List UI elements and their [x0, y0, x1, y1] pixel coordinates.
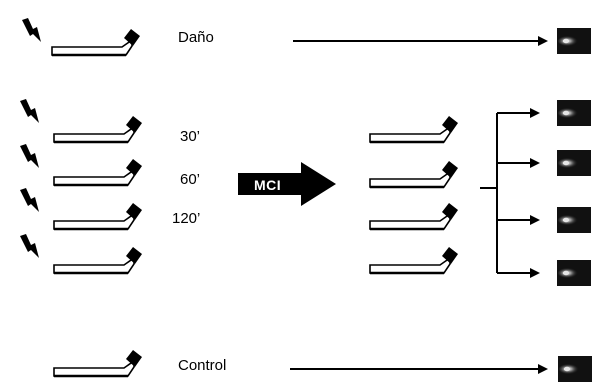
arrow-head	[538, 364, 548, 374]
slide-body	[53, 212, 135, 230]
lightning-bolt-icon	[20, 99, 39, 123]
slide-tip	[124, 29, 140, 46]
cell-slide-icon	[53, 203, 142, 231]
damage-arrow	[293, 36, 548, 46]
slide-body	[369, 170, 451, 188]
label-30min: 30’	[180, 128, 201, 145]
slide-tip	[126, 203, 142, 220]
mci-label: MCI	[254, 177, 282, 193]
cell-slide-icon	[53, 247, 142, 275]
arrow-head	[530, 158, 540, 168]
slide-body	[369, 212, 451, 230]
comet-image-icon	[558, 356, 592, 382]
lightning-bolt-icon	[22, 18, 41, 42]
branch-arrow	[497, 215, 540, 225]
slide-tip	[126, 247, 142, 264]
arrow-head	[530, 108, 540, 118]
slide-tip	[442, 247, 458, 264]
comet-image-icon	[557, 150, 591, 176]
slide-tip	[126, 116, 142, 133]
branch-arrow	[497, 268, 540, 278]
cell-slide-icon	[53, 350, 142, 378]
control-arrow	[290, 364, 548, 374]
branch-arrow	[497, 158, 540, 168]
arrow-head	[538, 36, 548, 46]
slide-tip	[126, 350, 142, 367]
comet-image-icon	[557, 260, 591, 286]
slide-body	[53, 359, 135, 377]
mci-arrow	[238, 162, 336, 206]
slide-body	[53, 256, 135, 274]
arrow-head	[530, 268, 540, 278]
slide-body	[53, 168, 135, 186]
slide-body	[53, 125, 135, 143]
lightning-bolt-icon	[20, 188, 39, 212]
cell-slide-icon	[53, 116, 142, 144]
slide-tip	[126, 159, 142, 176]
comet-spot	[562, 38, 570, 44]
comet-image-icon	[557, 207, 591, 233]
slide-tip	[442, 116, 458, 133]
slide-body	[369, 125, 451, 143]
diagram-shapes	[20, 18, 592, 382]
cell-slide-icon	[369, 247, 458, 275]
connector-lines	[290, 36, 548, 374]
cell-slide-icon	[369, 116, 458, 144]
slide-tip	[442, 161, 458, 178]
slide-body	[369, 256, 451, 274]
label-damage: Daño	[178, 29, 214, 46]
lightning-bolt-icon	[20, 144, 39, 168]
label-control: Control	[178, 357, 227, 374]
cell-slide-icon	[369, 161, 458, 189]
lightning-bolt-icon	[20, 234, 39, 258]
comet-spot	[562, 160, 570, 166]
label-60min: 60’	[180, 171, 201, 188]
cell-slide-icon	[369, 203, 458, 231]
arrow-head	[530, 215, 540, 225]
cell-slide-icon	[51, 29, 140, 57]
comet-spot	[563, 366, 571, 372]
comet-image-icon	[557, 100, 591, 126]
comet-spot	[562, 217, 570, 223]
label-120min: 120’	[172, 210, 201, 227]
slide-tip	[442, 203, 458, 220]
branch-arrow	[497, 108, 540, 118]
cell-slide-icon	[53, 159, 142, 187]
comet-image-icon	[557, 28, 591, 54]
comet-spot	[562, 270, 570, 276]
slide-body	[51, 38, 133, 56]
comet-spot	[562, 110, 570, 116]
